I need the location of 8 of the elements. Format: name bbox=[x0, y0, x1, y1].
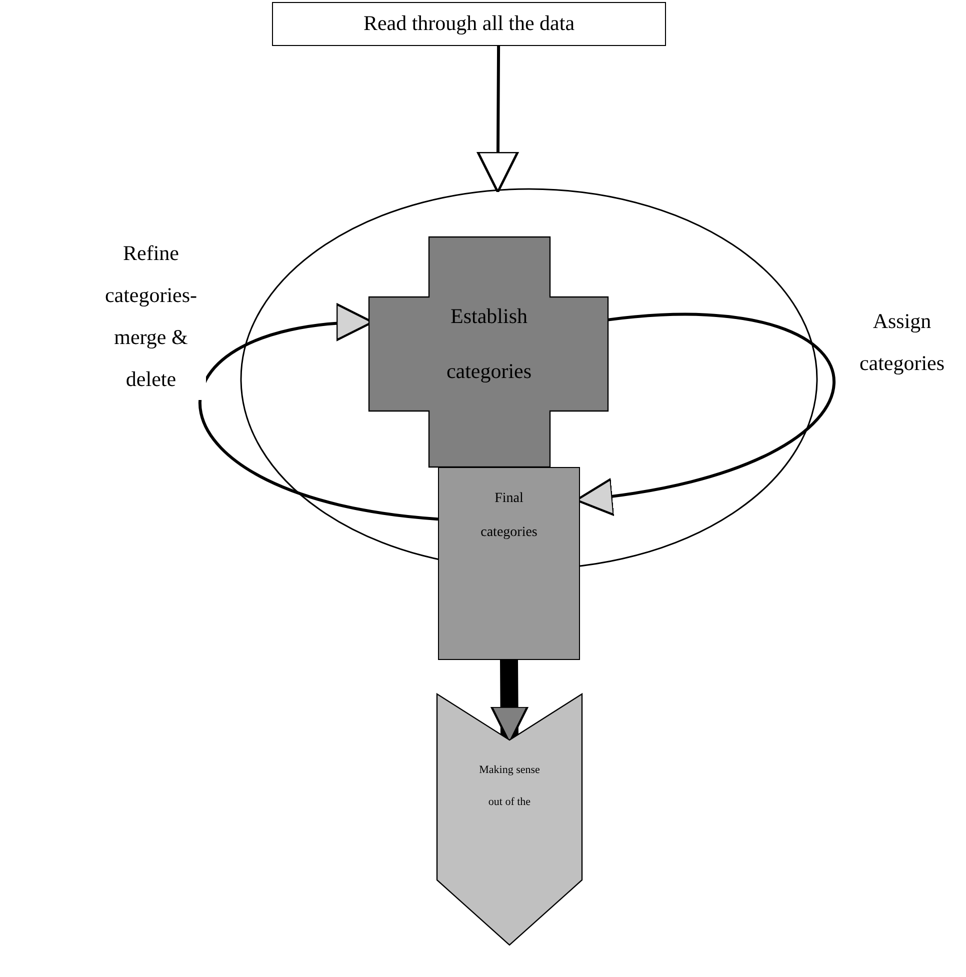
cross-shape bbox=[369, 237, 608, 467]
process-box: Read through all the data bbox=[272, 2, 666, 46]
arrow bbox=[200, 305, 438, 521]
node-label: Making sense out of the bbox=[478, 763, 541, 810]
chevron-shape bbox=[437, 694, 582, 945]
process-box: Final categories bbox=[438, 467, 580, 660]
node-label: Establish categories bbox=[445, 303, 533, 385]
arrow bbox=[476, 46, 520, 194]
